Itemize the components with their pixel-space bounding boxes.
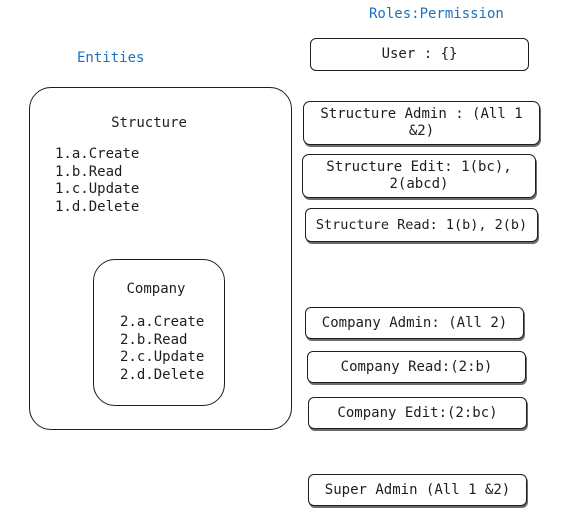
role-company-admin: Company Admin: (All 2) xyxy=(305,307,524,339)
structure-title: Structure xyxy=(111,115,187,131)
role-super-admin: Super Admin (All 1 &2) xyxy=(308,474,527,506)
role-company-edit: Company Edit:(2:bc) xyxy=(308,397,527,429)
role-user: User : {} xyxy=(310,38,529,71)
company-title: Company xyxy=(126,281,186,297)
entities-heading: Entities xyxy=(77,50,145,66)
company-permission-item: 2.b.Read xyxy=(120,331,188,348)
role-structure-edit: Structure Edit: 1(bc), 2(abcd) xyxy=(302,154,536,198)
company-permission-item: 2.c.Update xyxy=(120,349,205,365)
structure-permission-list: 1.a.Create 1.b.Read 1.c.Update 1.d.Delet… xyxy=(55,146,139,216)
structure-permission-item: 1.a.Create xyxy=(55,146,140,162)
structure-permission-item: 1.b.Read xyxy=(55,163,123,180)
role-structure-read: Structure Read: 1(b), 2(b) xyxy=(305,208,538,242)
structure-permission-item: 1.c.Update xyxy=(55,181,140,197)
company-permission-item: 2.d.Delete xyxy=(120,366,205,383)
company-permission-item: 2.a.Create xyxy=(120,314,205,330)
role-company-read: Company Read:(2:b) xyxy=(307,351,526,383)
roles-permission-heading: Roles:Permission xyxy=(369,6,504,22)
company-permission-list: 2.a.Create 2.b.Read 2.c.Update 2.d.Delet… xyxy=(120,314,204,384)
role-structure-admin: Structure Admin : (All 1 &2) xyxy=(303,101,540,145)
structure-permission-item: 1.d.Delete xyxy=(55,198,140,215)
structure-entity-box xyxy=(29,87,292,430)
company-entity-box xyxy=(93,259,225,406)
